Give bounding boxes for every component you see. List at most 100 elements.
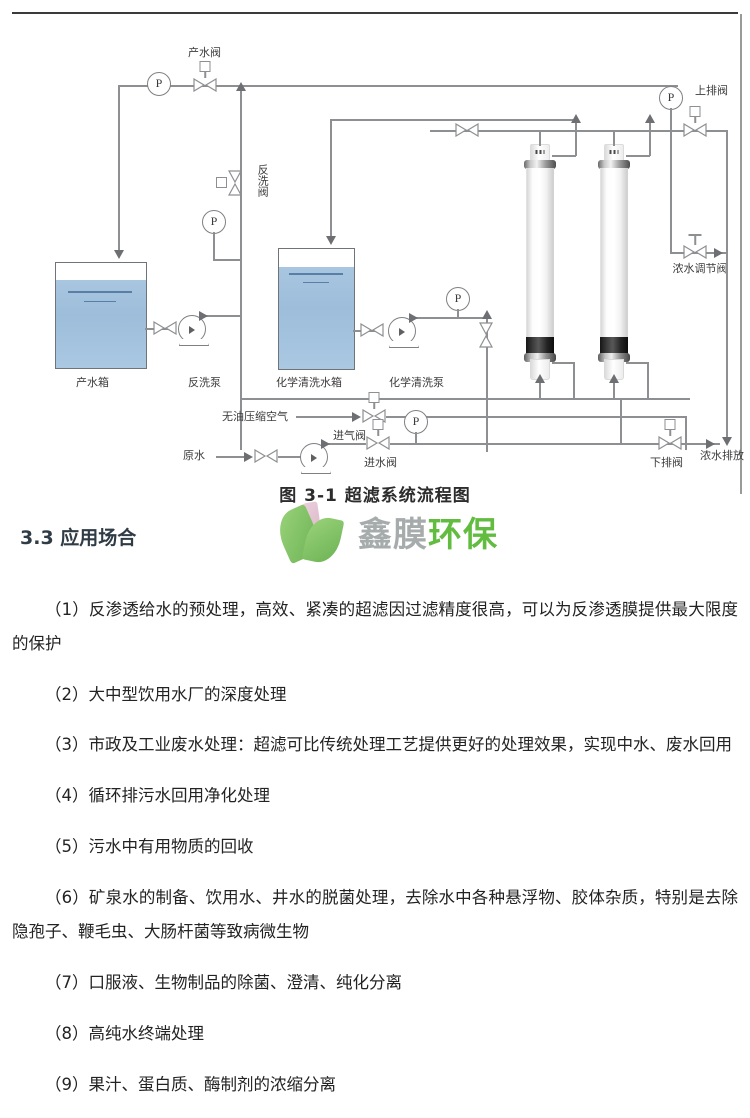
label-chemical-clean-pump: 化学清洗泵: [389, 376, 444, 389]
application-list: （1）反渗透给水的预处理，高效、紧凑的超滤因过滤精度很高，可以为反渗透膜提供最大…: [12, 576, 738, 1118]
valve-feed-water[interactable]: [366, 419, 390, 450]
valve-upper-drain[interactable]: [683, 106, 707, 137]
arrow-into-product-tank: [114, 250, 124, 259]
list-item: （7）口服液、生物制品的除菌、澄清、纯化分离: [45, 973, 402, 992]
arrow-mod1-up: [571, 114, 581, 123]
list-item: （4）循环排污水回用净化处理: [45, 786, 270, 806]
label-upper-drain-valve: 上排阀: [695, 84, 728, 97]
pressure-gauge-product: P: [147, 72, 171, 96]
gauge-stem-3: [457, 309, 459, 318]
pipe-backwash-discharge: [204, 315, 240, 317]
pipe-feed-pump-out: [326, 443, 366, 445]
pipe-mod1-side: [552, 155, 576, 157]
list-item: （1）反渗透给水的预处理，高效、紧凑的超滤因过滤精度很高，可以为反渗透膜提供最大…: [12, 599, 738, 653]
chemical-clean-pump: [388, 317, 419, 348]
valve-cip-suction[interactable]: [360, 323, 384, 337]
list-item: （2）大中型饮用水厂的深度处理: [45, 684, 287, 704]
label-raw-water: 原水: [183, 449, 205, 462]
pipe-mod1-bot-side: [552, 362, 574, 364]
arrow-backwash-pump-out: [199, 311, 208, 321]
pipe-cip-drop: [330, 119, 332, 239]
watermark-text-gray: 鑫膜: [358, 515, 428, 555]
arrow-backwash-up: [236, 82, 246, 91]
page-right-rule: [740, 14, 742, 494]
valve-upper-header[interactable]: [455, 123, 479, 137]
arrow-concentrate-discharge: [722, 437, 732, 446]
pipe-air-header: [386, 416, 686, 418]
membrane-module-1: [523, 142, 557, 382]
watermark-text-green: 环保: [428, 515, 498, 555]
pipe-concentrate-drop: [726, 130, 728, 440]
pipe-mod1-bottom: [539, 380, 541, 398]
valve-backwash-suction[interactable]: [153, 321, 177, 335]
arrow-cip-pump-out: [409, 313, 418, 323]
label-air-inlet-valve: 进气阀: [333, 429, 366, 442]
pipe-air-inlet: [296, 416, 356, 418]
arrow-mod2-up: [645, 114, 655, 123]
pipe-mod2-side: [626, 155, 650, 157]
label-chemical-clean-tank: 化学清洗水箱: [276, 376, 342, 389]
label-compressed-air: 无油压缩空气: [222, 410, 288, 423]
label-lower-drain-valve: 下排阀: [650, 456, 683, 469]
arrow-mod2-bottom-in: [609, 374, 619, 383]
label-product-water-tank: 产水箱: [76, 376, 109, 389]
pipe-bottom-feed-header: [240, 398, 690, 400]
pipe-module-feed-riser: [486, 317, 488, 452]
label-concentrate-control-valve: 浓水调节阀: [672, 262, 728, 275]
list-item: （9）果汁、蛋白质、酶制剂的浓缩分离: [45, 1074, 336, 1094]
label-concentrate-discharge: 浓水排放: [700, 449, 744, 462]
page-top-rule: [12, 12, 738, 14]
pipe-mod1-riser: [575, 122, 577, 156]
figure-caption: 图 3-1 超滤系统流程图: [279, 486, 471, 506]
pipe-top-header: [118, 85, 678, 87]
chemical-clean-tank: [278, 248, 355, 370]
arrow-concentrate-control: [714, 248, 723, 258]
pipe-feed-header: [390, 443, 686, 445]
list-item: （3）市政及工业废水处理：超滤可比传统处理工艺提供更好的处理效果，实现中水、废水…: [45, 735, 732, 755]
pipe-raw-water-in: [216, 456, 248, 458]
pipe-cip-discharge: [414, 317, 486, 319]
arrow-air-in: [352, 412, 361, 422]
pressure-gauge-feed: P: [404, 410, 428, 434]
pipe-mod2-bot-side: [626, 362, 648, 364]
membrane-module-2: [597, 142, 631, 382]
valve-lower-drain[interactable]: [658, 419, 682, 450]
pipe-to-feed-pump: [278, 456, 302, 458]
watermark-logo: 鑫膜环保: [258, 501, 508, 567]
list-item: （8）高纯水终端处理: [45, 1023, 204, 1043]
list-item: （5）污水中有用物质的回收: [45, 837, 254, 857]
pipe-drain-tie: [620, 398, 622, 444]
pipe-to-cip-tank: [330, 119, 575, 121]
gauge-stem-4: [415, 432, 417, 444]
label-product-water-valve: 产水阀: [188, 46, 221, 59]
list-item: （6）矿泉水的制备、饮用水、井水的脱菌处理，去除水中各种悬浮物、胶体杂质，特别是…: [12, 887, 738, 942]
tap-module-2-top: [613, 130, 615, 146]
valve-backwash[interactable]: [216, 170, 242, 196]
gauge-stem-2: [213, 232, 215, 260]
arrow-into-cip-tank: [326, 236, 336, 245]
pipe-mod2-bot-riser: [647, 362, 649, 398]
label-feed-water-valve: 进水阀: [364, 456, 397, 469]
arrow-mod1-bottom-in: [535, 374, 545, 383]
valve-concentrate-control[interactable]: [683, 234, 707, 259]
pipe-upper-cross-header: [430, 130, 696, 132]
pipe-mod2-bottom: [613, 380, 615, 398]
pressure-gauge-upper-drain: P: [659, 86, 683, 110]
pipe-upper-drain-leg: [670, 108, 672, 253]
label-backwash-pump: 反洗泵: [188, 376, 221, 389]
pipe-backwash-riser: [240, 90, 242, 450]
pipe-lower-drain: [620, 443, 720, 445]
arrow-lower-drain: [706, 439, 715, 449]
product-water-tank: [55, 262, 147, 369]
arrow-feed-riser-up: [482, 310, 492, 319]
valve-feed-check[interactable]: [479, 322, 493, 348]
tap-module-1-top: [539, 130, 541, 146]
pipe-to-product-tank: [118, 85, 120, 253]
valve-raw-water[interactable]: [254, 449, 278, 463]
pipe-air-down: [685, 416, 687, 450]
arrow-raw-water-in: [244, 452, 253, 462]
section-heading: 3.3 应用场合: [20, 527, 137, 549]
valve-product-water[interactable]: [193, 61, 217, 92]
document-page: P 产水阀 反洗阀 P: [12, 12, 744, 1094]
pipe-mod2-riser: [649, 122, 651, 156]
